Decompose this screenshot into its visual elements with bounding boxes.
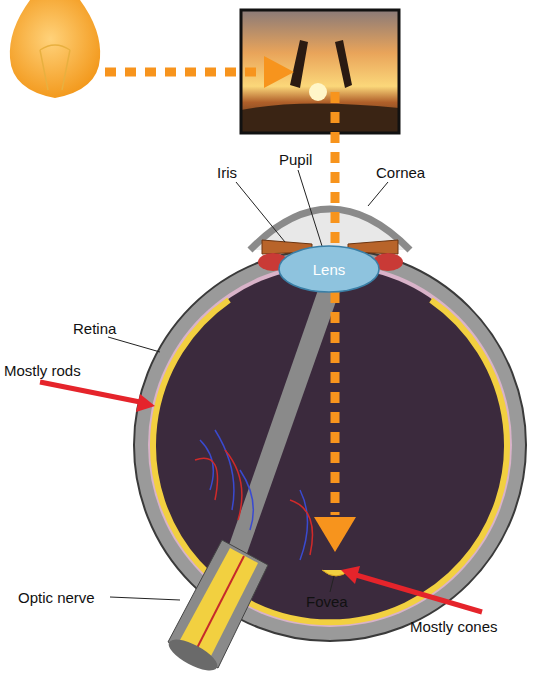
- leader-line: [298, 170, 322, 246]
- ray-head: [264, 56, 294, 88]
- nerve-fibres: [180, 548, 258, 658]
- hyaloid-canal: [228, 290, 340, 556]
- photo-bottles: [290, 40, 352, 88]
- photo-sun: [309, 83, 327, 101]
- nerve-cut: [164, 633, 221, 675]
- leader-line: [108, 337, 160, 352]
- photo-sky: [241, 10, 399, 133]
- part-label: Mostly cones: [410, 618, 498, 636]
- part-label: Fovea: [306, 593, 348, 611]
- arrow-head: [136, 394, 155, 412]
- part-label: Mostly rods: [4, 362, 81, 380]
- lens-ellipse: [279, 246, 379, 292]
- sunset-photo: [241, 10, 399, 133]
- lens-text-holder: Lens: [278, 245, 380, 293]
- ray-head: [314, 517, 356, 552]
- leader-lines: [108, 170, 388, 600]
- choroid: [148, 263, 512, 627]
- part-label: Cornea: [376, 164, 425, 182]
- arrow-head: [341, 566, 360, 584]
- vitreous-body: [152, 267, 508, 623]
- optic-nerve: [164, 540, 268, 675]
- rods-arrow: [40, 382, 140, 402]
- light-bulb: [10, 0, 100, 98]
- pointer-arrows: [40, 382, 482, 612]
- part-label: Iris: [217, 164, 237, 182]
- cones-arrow: [356, 575, 482, 612]
- leader-line: [236, 182, 285, 242]
- photo-ground: [241, 103, 399, 133]
- bulb-glass: [10, 0, 100, 98]
- part-label: Pupil: [279, 151, 312, 169]
- part-label: Retina: [73, 320, 116, 338]
- central-artery: [196, 556, 244, 650]
- leader-line: [330, 576, 334, 592]
- leader-line: [110, 597, 180, 600]
- photo-frame: [241, 10, 399, 133]
- light-ray: [331, 92, 340, 515]
- part-label: Optic nerve: [18, 589, 95, 607]
- part-label: Lens: [313, 261, 346, 278]
- eyeball: [134, 209, 526, 641]
- light-ray: [105, 68, 262, 77]
- blood-vessels: [195, 450, 313, 555]
- lens-shape: Lens: [278, 245, 380, 293]
- leader-line: [368, 182, 388, 206]
- bulb-filament: [40, 45, 70, 90]
- light-path: [105, 56, 356, 552]
- sclera: [134, 249, 526, 641]
